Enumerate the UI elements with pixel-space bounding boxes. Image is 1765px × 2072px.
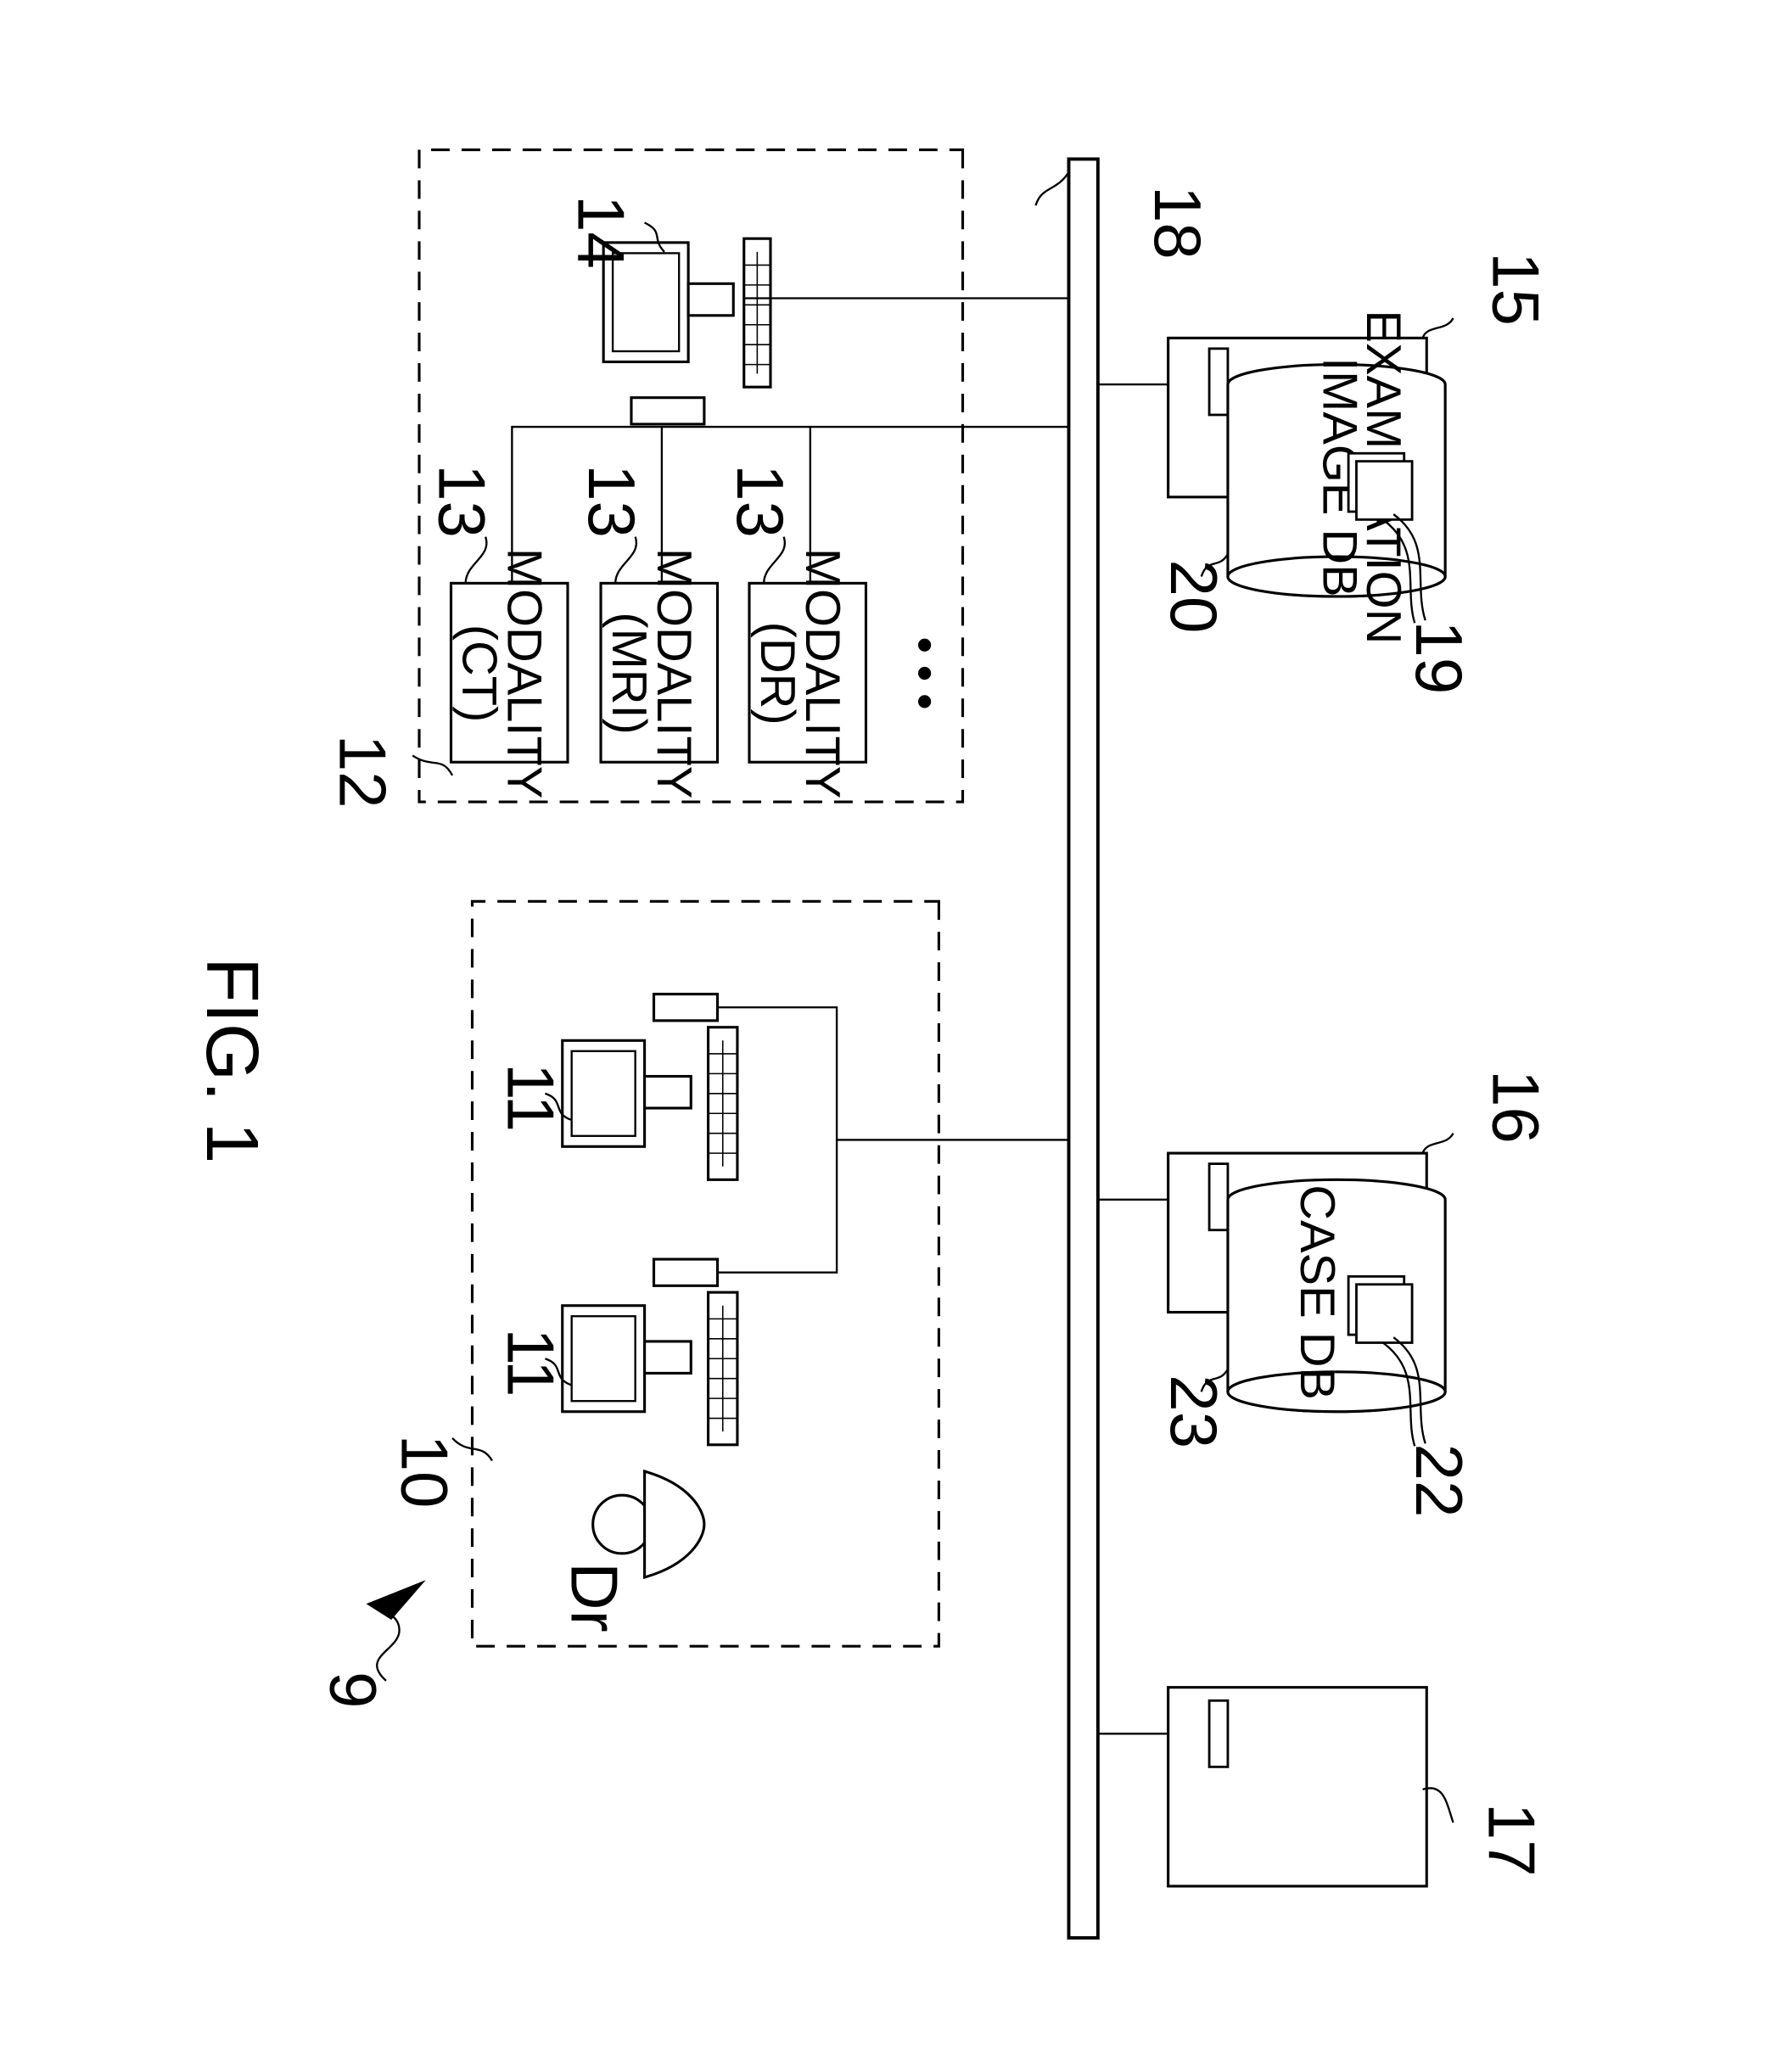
case-db-line1: CASE DB — [1290, 1184, 1344, 1400]
server-17-box — [1168, 1688, 1427, 1886]
label-case-server: 16 — [1478, 1070, 1553, 1144]
leader-modality-mri — [615, 537, 636, 584]
label-doctor: Dr — [558, 1562, 632, 1632]
more-modalities-ellipsis: • • • — [899, 637, 950, 709]
leader-network — [1035, 172, 1068, 205]
label-system: 9 — [316, 1672, 390, 1708]
label-console: 14 — [563, 195, 638, 269]
terminal-b — [563, 994, 737, 1180]
label-modality-mri: 13 — [574, 464, 649, 538]
label-exam-db: 20 — [1157, 560, 1231, 634]
clinic-wiring — [718, 1007, 1069, 1272]
label-clinic-group: 10 — [388, 1435, 462, 1509]
modality-dr-line2: (DR) — [750, 622, 804, 725]
label-modality-ct: 13 — [424, 464, 499, 538]
modality-mri-line2: (MRI) — [602, 612, 656, 734]
modality-ct-line2: (CT) — [452, 624, 507, 723]
label-case-images: 22 — [1402, 1444, 1476, 1518]
leader-exam-server — [1423, 318, 1454, 338]
leader-modality-dr — [764, 537, 785, 584]
server-17-slot — [1209, 1700, 1228, 1767]
case-server-slot — [1209, 1164, 1228, 1230]
exam-server-slot — [1209, 349, 1228, 415]
label-terminal-b: 11 — [494, 1063, 569, 1132]
label-server-17: 17 — [1475, 1803, 1549, 1877]
label-network: 18 — [1140, 186, 1215, 260]
label-case-db: 23 — [1157, 1375, 1231, 1448]
label-modality-group: 12 — [325, 735, 400, 809]
leader-case-server — [1423, 1134, 1454, 1153]
system-arrow — [367, 1580, 426, 1681]
label-exam-images: 19 — [1402, 620, 1476, 694]
leader-modality-ct — [466, 537, 487, 584]
figure-title: FIG. 1 — [191, 957, 274, 1163]
label-exam-server: 15 — [1478, 252, 1553, 326]
label-terminal-a: 11 — [494, 1328, 569, 1397]
terminal-a — [563, 1259, 737, 1445]
network-bus — [1068, 159, 1097, 1937]
label-modality-dr: 13 — [723, 464, 798, 538]
